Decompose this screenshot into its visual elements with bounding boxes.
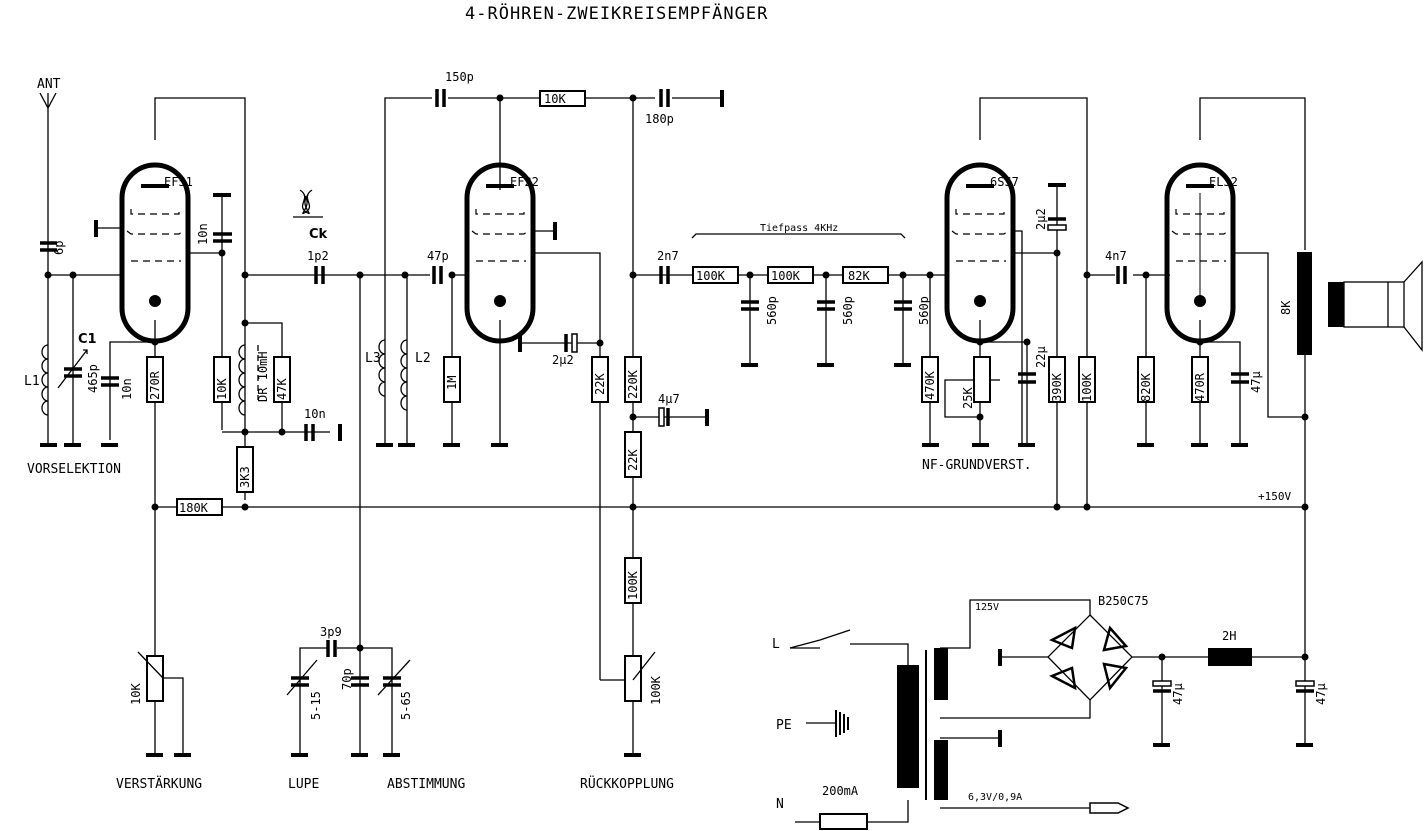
label-465p: 465p xyxy=(86,364,100,393)
schematic-title: 4-RÖHREN-ZWEIKREISEMPFÄNGER xyxy=(465,2,768,24)
label-70p: 70p xyxy=(340,668,354,690)
label-tiefpass: Tiefpass 4KHz xyxy=(760,223,838,234)
label-47p: 47p xyxy=(427,249,449,263)
label-125v: 125V xyxy=(975,602,999,613)
label-820k: 820K xyxy=(1139,372,1153,402)
tube-label-6ss7: 6SS7 xyxy=(990,175,1019,189)
label-470k: 470K xyxy=(923,370,937,400)
lowpass-bracket xyxy=(691,233,906,239)
label-82k-lp3: 82K xyxy=(848,269,870,283)
label-b250c75: B250C75 xyxy=(1098,594,1149,608)
label-100k-regen: 100K xyxy=(626,570,640,600)
label-270r: 270R xyxy=(148,370,162,400)
resistor-symbols xyxy=(137,90,1209,830)
power-switch-icon xyxy=(789,629,851,649)
junctions xyxy=(44,94,1309,661)
label-pe: PE xyxy=(776,718,792,733)
label-l2: L2 xyxy=(415,351,431,366)
label-3p9: 3p9 xyxy=(320,625,342,639)
label-22k-regen: 22K xyxy=(626,449,640,471)
label-2u2-v2: 2µ2 xyxy=(552,353,574,367)
label-390k: 390K xyxy=(1050,372,1064,402)
label-pot-10k: 10K xyxy=(129,683,143,705)
antenna-icon xyxy=(39,92,57,110)
label-47u-v4: 47µ xyxy=(1249,371,1263,393)
label-10n-cathode: 10n xyxy=(120,378,134,400)
tube-el32 xyxy=(1167,165,1233,341)
label-22u: 22µ xyxy=(1034,346,1048,368)
label-10n-screen: 10n xyxy=(196,223,210,245)
label-180k: 180K xyxy=(179,501,209,515)
antenna-label: ANT xyxy=(37,77,61,92)
label-lupe: LUPE xyxy=(288,777,319,792)
label-1p2: 1p2 xyxy=(307,249,329,263)
label-47u-psu1: 47µ xyxy=(1171,683,1185,705)
label-fuse-200ma: 200mA xyxy=(822,784,859,798)
tube-ef22 xyxy=(467,165,533,341)
label-plus-150v: +150V xyxy=(1258,490,1291,503)
ck-label: Ck xyxy=(309,227,328,242)
label-100k-v3: 100K xyxy=(1080,372,1094,402)
heater-output-plug-icon xyxy=(1089,802,1130,814)
label-220k: 220K xyxy=(626,369,640,399)
label-100k-lp1: 100K xyxy=(696,269,726,283)
label-180p: 180p xyxy=(645,112,674,126)
speaker-icon xyxy=(1328,260,1423,352)
label-rueckkopplung: RÜCKKOPPLUNG xyxy=(580,775,674,792)
tube-label-ef22: EF22 xyxy=(510,175,539,189)
label-l1: L1 xyxy=(24,374,40,389)
label-4u7: 4µ7 xyxy=(658,392,680,406)
label-25k: 25K xyxy=(961,387,975,409)
label-560p-1: 560p xyxy=(765,296,779,325)
label-5-65: 5-65 xyxy=(399,691,413,720)
label-pot-100k: 100K xyxy=(649,675,663,705)
label-560p-2: 560p xyxy=(841,296,855,325)
label-22k-v2: 22K xyxy=(593,373,607,395)
tube-label-el32: EL32 xyxy=(1209,175,1238,189)
label-abstimmung: ABSTIMMUNG xyxy=(387,777,465,792)
label-2n7: 2n7 xyxy=(657,249,679,263)
label-4n7: 4n7 xyxy=(1105,249,1127,263)
label-verstaerkung: VERSTÄRKUNG xyxy=(116,776,202,792)
label-choke-dr10mh: DR 10mH xyxy=(256,351,270,402)
earth-icon xyxy=(806,710,849,737)
label-47k: 47K xyxy=(275,378,289,400)
label-100k-lp2: 100K xyxy=(771,269,801,283)
label-neutral-n: N xyxy=(776,797,784,812)
label-line-l: L xyxy=(772,637,780,652)
label-6p: 6p xyxy=(52,241,66,255)
label-vorselektion: VORSELEKTION xyxy=(27,462,121,477)
label-heater-6v3: 6,3V/0,9A xyxy=(968,792,1022,803)
label-150p: 150p xyxy=(445,70,474,84)
label-2h: 2H xyxy=(1222,629,1236,643)
label-1m: 1M xyxy=(445,376,459,390)
inductor-symbols xyxy=(41,252,1312,800)
label-nf-grundverst: NF-GRUNDVERST. xyxy=(922,458,1032,473)
ground-symbols xyxy=(40,90,1313,757)
label-10k-top: 10K xyxy=(544,92,566,106)
tube-label-ef51: EF51 xyxy=(164,175,193,189)
label-10n-decoupling: 10n xyxy=(304,407,326,421)
label-10k-screen: 10K xyxy=(215,378,229,400)
label-5-15: 5-15 xyxy=(309,691,323,720)
capacitor-symbols xyxy=(40,89,1315,696)
label-c1: C1 xyxy=(78,332,97,347)
label-560p-3: 560p xyxy=(917,296,931,325)
label-2u2-v3: 2µ2 xyxy=(1034,208,1048,230)
bridge-rectifier-icon xyxy=(1049,625,1129,691)
label-8k: 8K xyxy=(1279,300,1293,315)
label-470r: 470R xyxy=(1193,372,1207,402)
tube-6ss7 xyxy=(947,165,1013,341)
twisted-wire-capacitor-icon xyxy=(293,189,323,218)
label-l3: L3 xyxy=(365,351,381,366)
label-47u-psu2: 47µ xyxy=(1314,683,1328,705)
tube-ef51 xyxy=(122,165,188,341)
label-3k3: 3K3 xyxy=(238,466,252,488)
